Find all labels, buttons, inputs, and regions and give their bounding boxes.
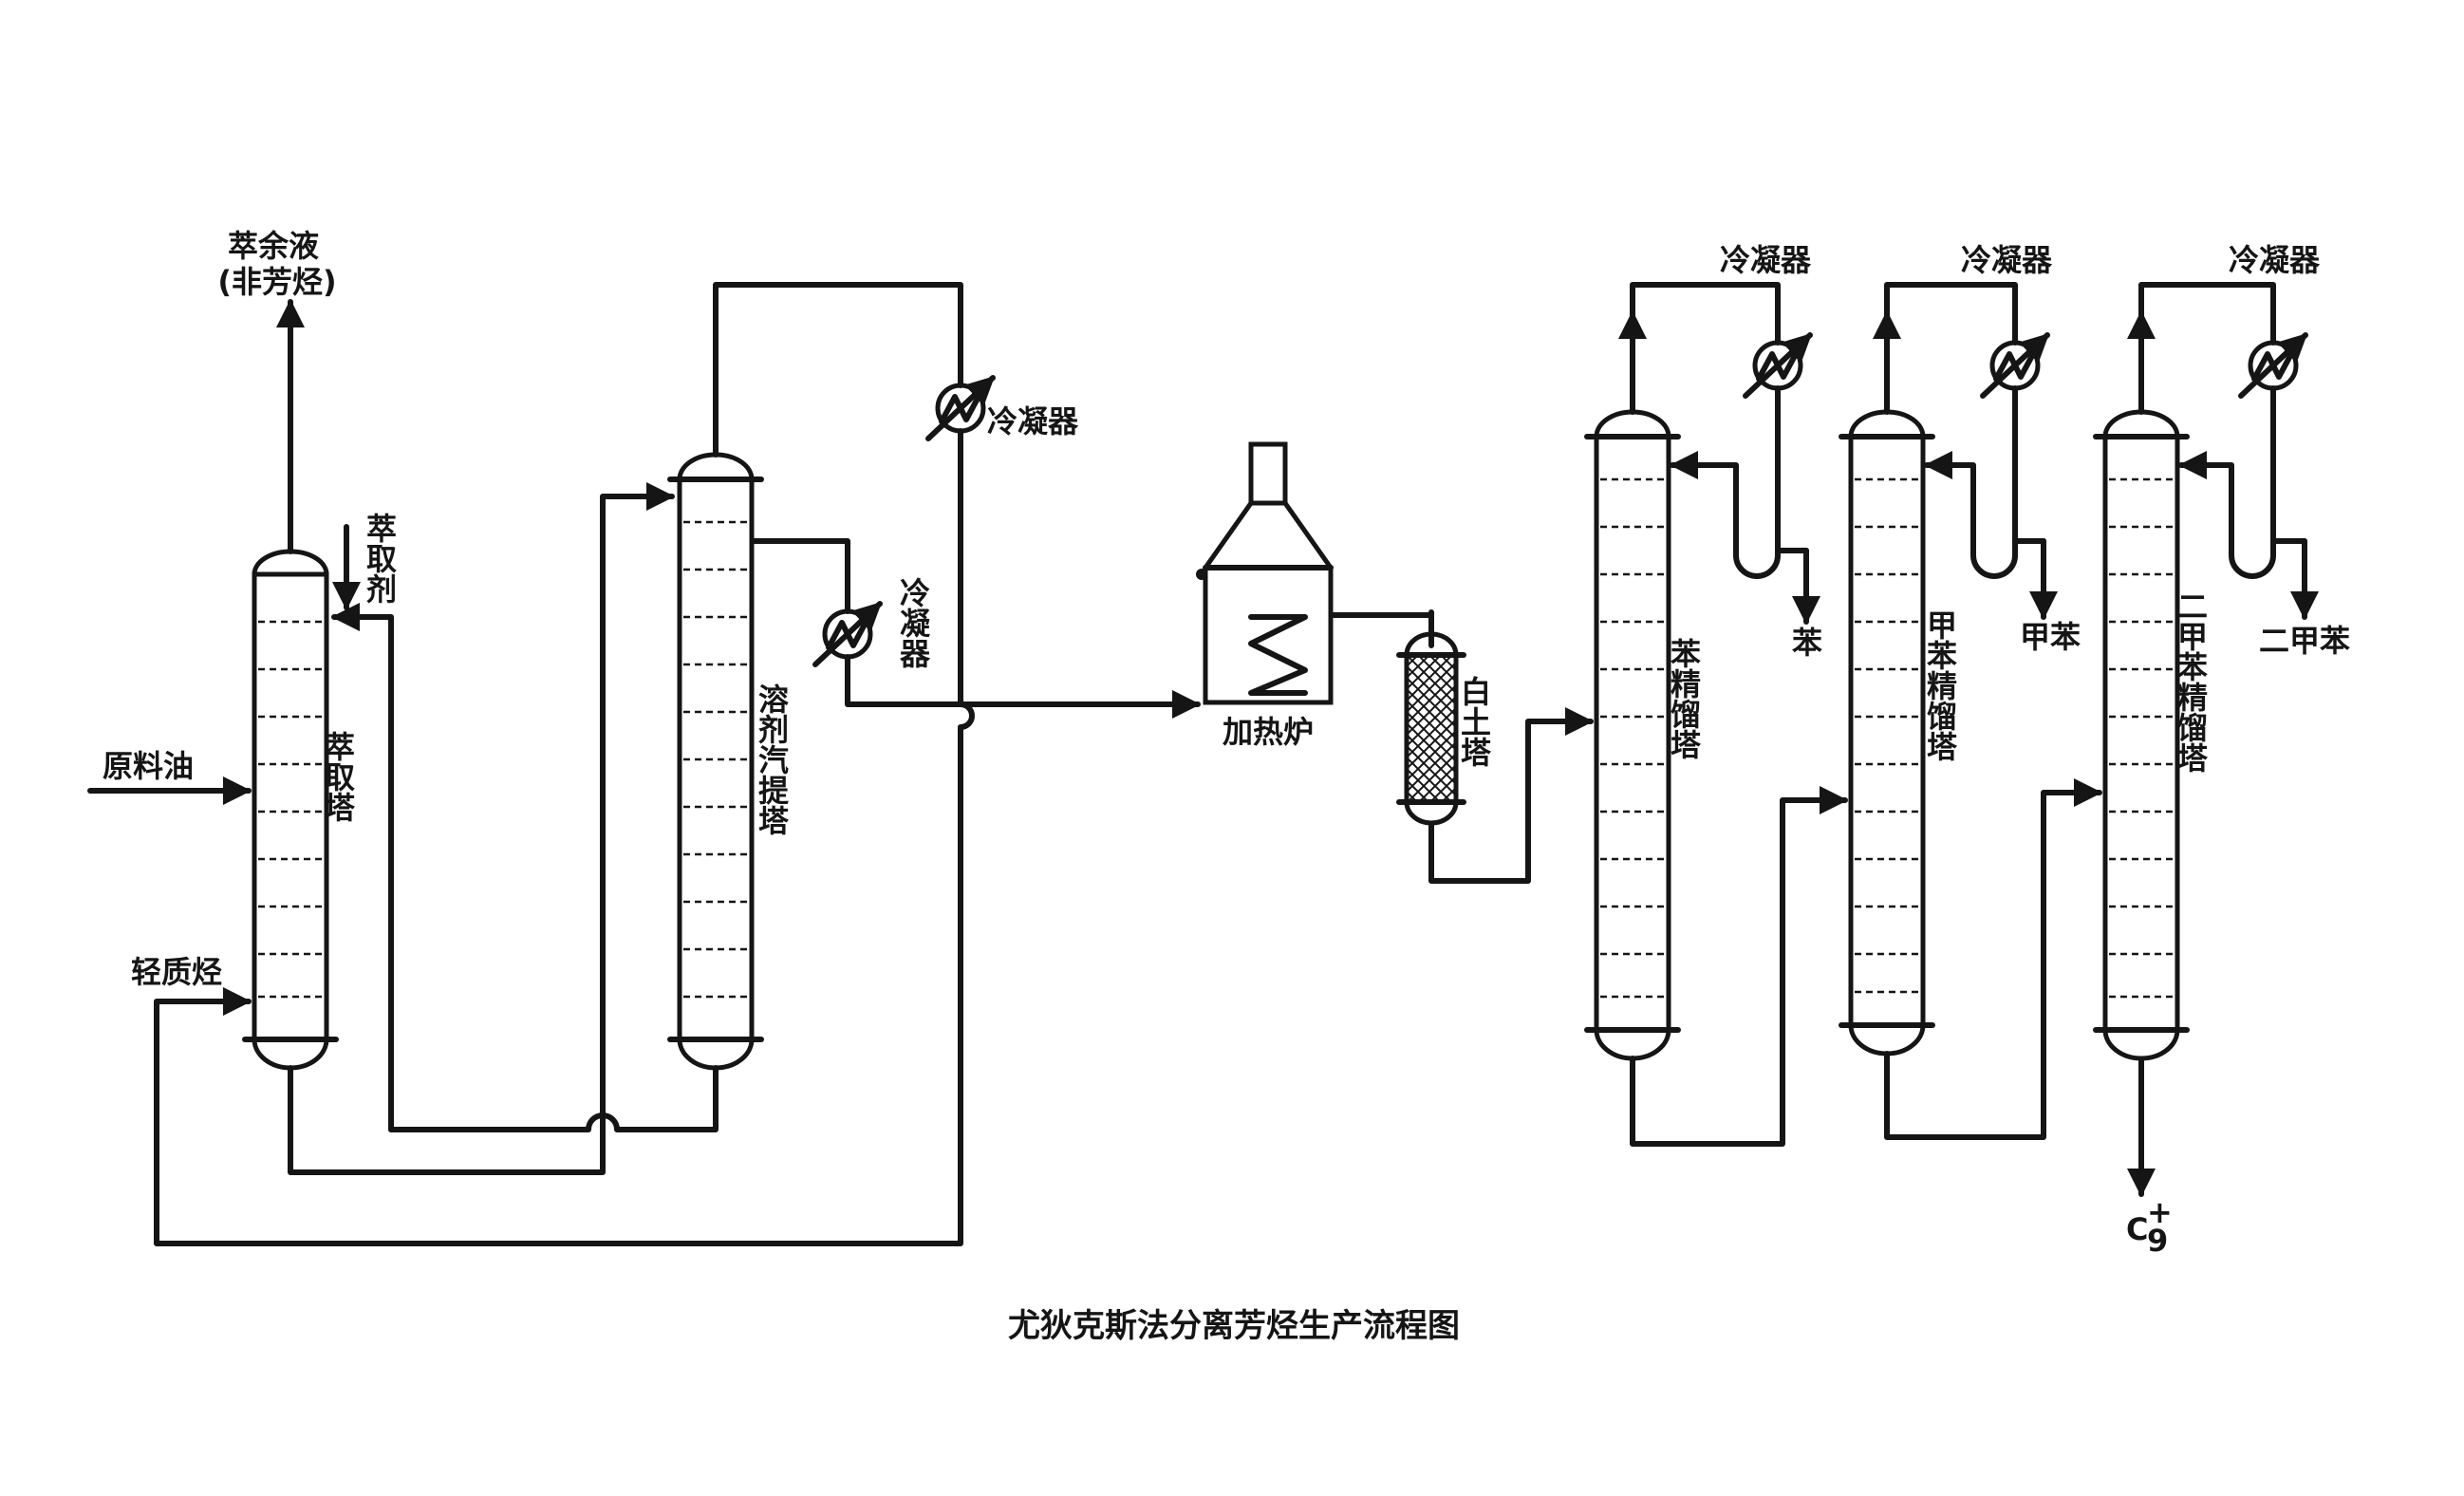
heater-label: 加热炉 [1223,714,1314,750]
xylene-product-label: 二甲苯 [2259,623,2350,659]
toluene-column-label: 甲苯精馏塔 [1922,609,1958,761]
heater-furnace [1196,441,1334,705]
c9-sub: 9 [2147,1223,2168,1259]
clay-tower-label: 白土塔 [1456,676,1492,767]
raffinate-label: 萃余液 [228,228,319,264]
process-piping [87,282,2319,1246]
benzene-product-label: 苯 [1792,625,1822,661]
condenser-2 [812,601,883,667]
condenser-5-label: 冷凝器 [2229,242,2321,278]
c9-plus-label: C 9 + [2126,1194,2173,1259]
benzene-column-label: 苯精馏塔 [1666,638,1702,759]
condenser-4-label: 冷凝器 [1961,242,2053,278]
condenser-1-label: 冷凝器 [987,403,1079,439]
toluene-column [1839,409,1935,1057]
condenser-2-label: 冷凝器 [895,577,931,668]
solvent-stripper-column [667,452,764,1071]
diagram-caption: 尤狄克斯法分离芳烃生产流程图 [1008,1307,1460,1345]
xylene-column [2093,409,2190,1061]
stripper-label: 溶剂汽提塔 [754,683,790,835]
feed-label: 原料油 [103,748,194,784]
benzene-column [1584,409,1681,1061]
c9-main: C [2126,1211,2148,1247]
extraction-tower [242,549,339,1071]
raffinate-sublabel: (非芳烃) [217,264,336,300]
condenser-3-label: 冷凝器 [1720,242,1812,278]
xylene-column-label: 二甲苯精馏塔 [2173,590,2209,773]
extraction-tower-label: 萃取塔 [320,731,356,822]
c9-sup: + [2147,1194,2173,1230]
solvent-label: 萃取剂 [362,513,398,604]
toluene-product-label: 甲苯 [2020,619,2081,655]
light-hydrocarbon-label: 轻质烃 [131,954,222,990]
